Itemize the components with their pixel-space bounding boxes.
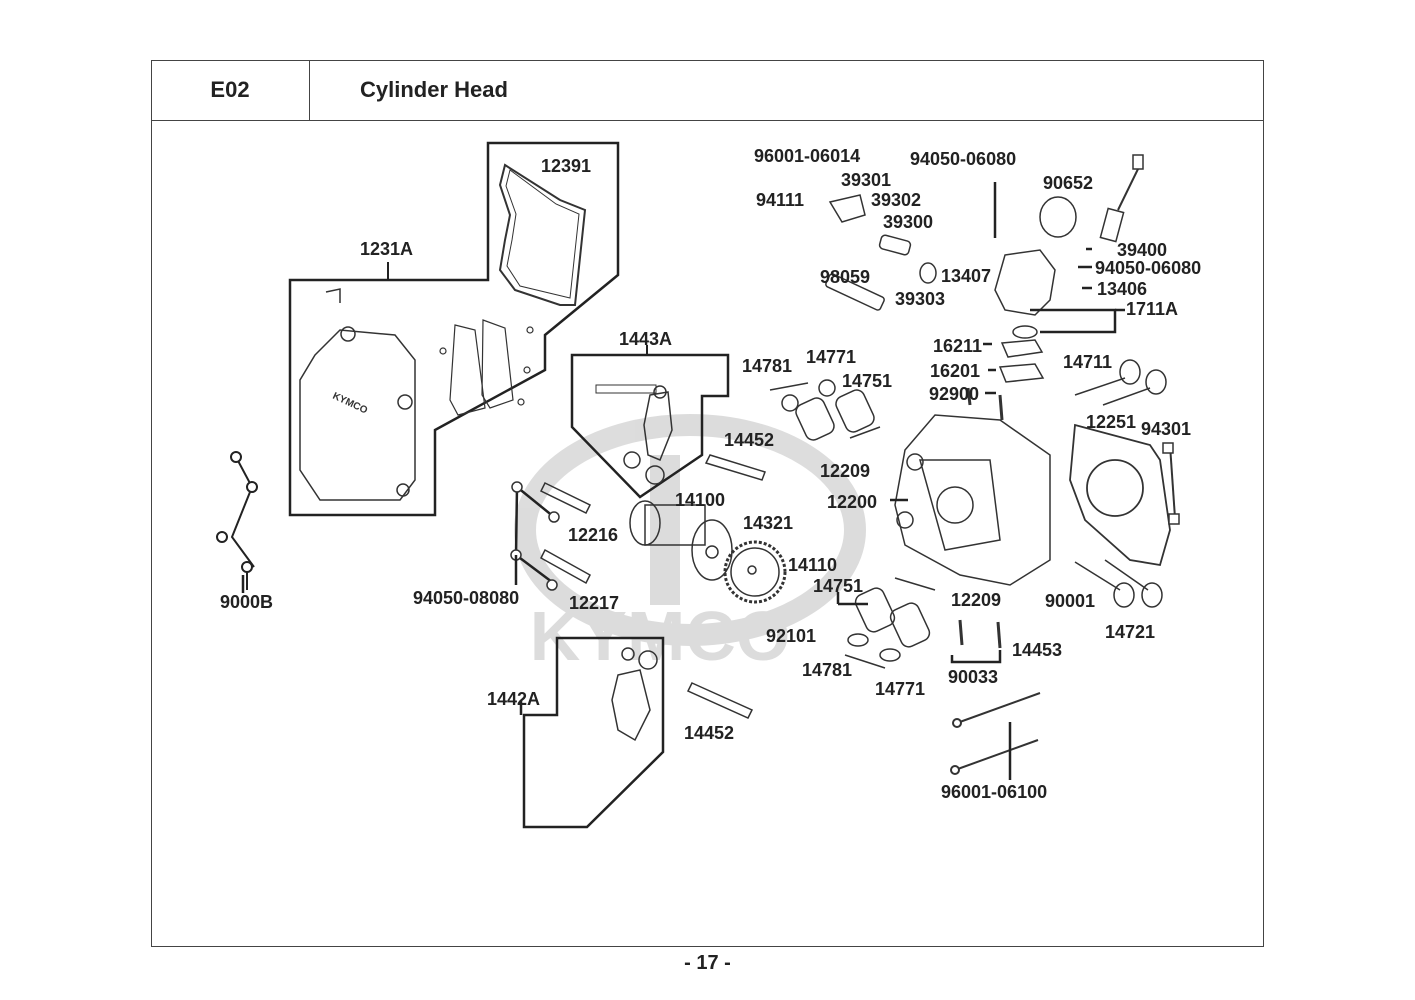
part-label-14453: 14453 <box>1012 640 1063 660</box>
part-label-14781-bot: 14781 <box>802 660 853 680</box>
temp-sensor-part <box>1099 154 1144 243</box>
part-label-13406: 13406 <box>1097 279 1148 299</box>
injector-part <box>825 194 912 311</box>
intake-valve-part <box>1074 359 1167 406</box>
head-gasket-part <box>1069 423 1171 567</box>
part-label-12217: 12217 <box>569 593 620 613</box>
part-label-14321: 14321 <box>743 513 794 533</box>
part-label-90652: 90652 <box>1043 173 1094 193</box>
group-outline-1231A <box>288 141 620 517</box>
group-outline-1442A <box>522 636 665 829</box>
part-label-12391: 12391 <box>541 156 592 176</box>
page-number: - 17 - <box>684 952 731 974</box>
diagram-frame <box>151 60 1264 947</box>
exhaust-valve-part <box>1074 559 1163 608</box>
part-label-94050-08080: 94050-08080 <box>413 588 520 608</box>
valve-cover-part: KYMCO <box>299 288 416 501</box>
part-label-14771-bot: 14771 <box>875 679 926 699</box>
part-label-16201: 16201 <box>930 361 981 381</box>
stud-bolt-part <box>958 387 1004 649</box>
part-label-14100: 14100 <box>675 490 726 510</box>
bolt-set-9000B <box>216 451 258 590</box>
part-label-92900: 92900 <box>929 384 980 404</box>
part-label-90033: 90033 <box>948 667 999 687</box>
part-label-12251: 12251 <box>1086 412 1137 432</box>
dowel-pin-part <box>1162 442 1180 525</box>
kymco-watermark-logo: KYMCO <box>514 414 866 675</box>
part-label-14452-bot: 14452 <box>684 723 735 743</box>
part-label-1231A: 1231A <box>360 239 414 259</box>
part-label-12216: 12216 <box>568 525 619 545</box>
part-label-96001-06014: 96001-06014 <box>754 146 861 166</box>
part-label-14110: 14110 <box>788 555 838 575</box>
part-label-94050-06080-top: 94050-06080 <box>910 149 1017 169</box>
part-label-92101: 92101 <box>766 626 817 646</box>
part-label-1711A: 1711A <box>1126 299 1179 319</box>
valve-cover-gasket-part <box>498 163 587 306</box>
intake-manifold-part <box>919 196 1077 339</box>
part-label-39400: 39400 <box>1117 240 1168 260</box>
cylinder-head-part <box>894 414 1051 586</box>
part-label-14751-top: 14751 <box>842 371 893 391</box>
part-label-14452-top: 14452 <box>724 430 775 450</box>
part-label-13407: 13407 <box>941 266 992 286</box>
part-label-9000B: 9000B <box>220 592 274 612</box>
part-label-90001: 90001 <box>1045 591 1096 611</box>
rocker-arm-ex-part <box>611 647 658 742</box>
part-label-12200: 12200 <box>827 492 878 512</box>
svg-text:KYMCO: KYMCO <box>331 391 370 417</box>
page-title: Cylinder Head <box>310 60 1264 121</box>
part-label-14781-top: 14781 <box>742 356 793 376</box>
long-bolt-part <box>950 692 1041 775</box>
part-label-12209-top: 12209 <box>820 461 871 481</box>
part-label-39302: 39302 <box>871 190 922 210</box>
part-label-14771-top: 14771 <box>806 347 857 367</box>
part-label-16211: 16211 <box>933 336 983 356</box>
section-code: E02 <box>151 60 310 121</box>
part-label-14721: 14721 <box>1105 622 1156 642</box>
insulator-gasket-part <box>998 339 1045 383</box>
part-label-14711: 14711 <box>1063 352 1113 372</box>
part-label-1443A: 1443A <box>619 329 673 349</box>
valve-spring-part <box>769 379 936 669</box>
part-label-98059: 98059 <box>820 267 871 287</box>
part-label-39303: 39303 <box>895 289 946 309</box>
breather-plate-part <box>439 319 534 416</box>
camshaft-part <box>629 500 733 581</box>
part-label-12209-bot: 12209 <box>951 590 1002 610</box>
part-label-94050-06080-mid: 94050-06080 <box>1095 258 1202 278</box>
group-outline-1443A <box>570 353 730 499</box>
part-label-14751-bot: 14751 <box>813 576 864 596</box>
cam-sprocket-part <box>723 540 787 604</box>
part-label-94301: 94301 <box>1141 419 1192 439</box>
part-label-1442A: 1442A <box>487 689 541 709</box>
leader-lines <box>241 182 1125 780</box>
rocker-arm-in-part <box>595 384 673 485</box>
part-label-96001-06100: 96001-06100 <box>941 782 1048 802</box>
part-label-94111: 94111 <box>756 190 805 210</box>
watermark-text: KYMCO <box>530 597 791 675</box>
rocker-shaft-part <box>686 454 766 719</box>
part-label-39300: 39300 <box>883 212 934 232</box>
part-label-39301: 39301 <box>841 170 892 190</box>
